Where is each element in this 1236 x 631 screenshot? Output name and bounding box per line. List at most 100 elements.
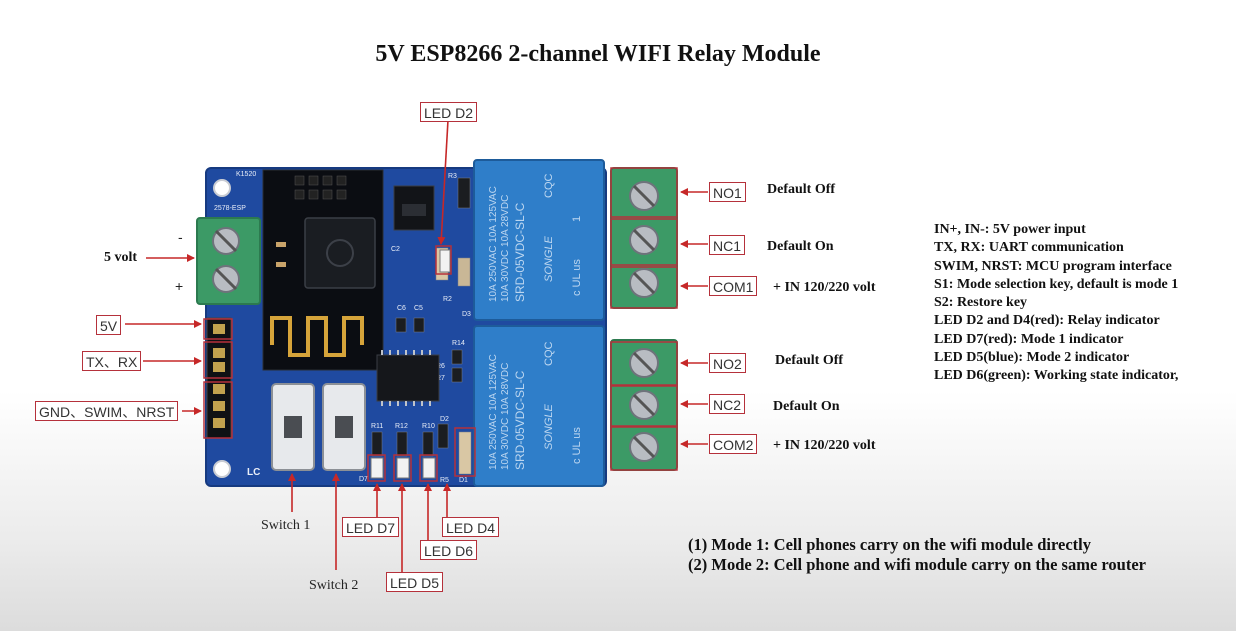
silk-d7: D7 (359, 476, 368, 483)
note-line: LED D7(red): Mode 1 indicator (934, 331, 1124, 347)
page-title: 5V ESP8266 2-channel WIFI Relay Module (375, 41, 821, 67)
silk-r7: R7 (436, 375, 445, 382)
pin-notes: IN+, IN-: 5V power input TX, RX: UART co… (934, 221, 1178, 386)
svg-text:10A 250VAC 10A 125VAC: 10A 250VAC 10A 125VAC (488, 354, 499, 470)
svg-text:10A 30VDC 10A 28VDC: 10A 30VDC 10A 28VDC (500, 363, 511, 470)
mode-descriptions: (1) Mode 1: Cell phones carry on the wif… (688, 535, 1146, 575)
mcu-chip (376, 354, 440, 402)
callout-5v-pins (203, 318, 233, 340)
tag-no2: NO2 (709, 353, 746, 373)
svg-text:CQC: CQC (543, 174, 555, 199)
svg-text:SONGLE: SONGLE (543, 235, 555, 282)
label-in-2: + IN 120/220 volt (773, 438, 876, 453)
led-d2-component (439, 249, 451, 273)
led-d6-component (422, 457, 436, 479)
label-default-off-2: Default Off (775, 353, 844, 368)
callout-nc1 (610, 218, 678, 266)
silk-d3: D3 (462, 311, 471, 318)
tag-com2: COM2 (709, 434, 758, 454)
terminal-block-2 (610, 339, 678, 471)
mount-hole-bottom-left (213, 460, 231, 478)
silk-d1: D1 (459, 477, 468, 484)
terminal-block-1 (610, 167, 678, 309)
silk-d2: D2 (440, 416, 449, 423)
callout-d4 (454, 427, 476, 477)
note-line: LED D2 and D4(red): Relay indicator (934, 313, 1160, 329)
relay-1: 10A 250VAC 10A 125VAC 10A 30VDC 10A 28VD… (473, 159, 605, 321)
note-line: LED D6(green): Working state indicator, (934, 368, 1179, 384)
label-in-1: + IN 120/220 volt (773, 280, 876, 295)
label-switch-2: Switch 2 (309, 578, 359, 593)
svg-text:10A 250VAC 10A 125VAC: 10A 250VAC 10A 125VAC (488, 186, 499, 302)
tag-gnd-swim-nrst: GND、SWIM、NRST (35, 401, 179, 421)
led-d5-component (396, 457, 410, 479)
svg-text:CQC: CQC (543, 342, 555, 367)
callout-d6 (419, 454, 438, 482)
label-5-volt: 5 volt (104, 250, 138, 265)
svg-text:SRD-05VDC-SL-C: SRD-05VDC-SL-C (513, 370, 527, 470)
silk-k1520: K1520 (236, 171, 256, 178)
tag-led-d6: LED D6 (420, 540, 478, 560)
note-line: SWIM, NRST: MCU program interface (934, 258, 1172, 274)
silk-c6: C6 (397, 305, 406, 312)
callout-d2 (435, 245, 452, 275)
callout-d5 (393, 454, 412, 482)
label-default-off-1: Default Off (767, 182, 836, 197)
silk-r6: R6 (436, 363, 445, 370)
silk-r2: R2 (443, 296, 452, 303)
tag-led-d7: LED D7 (342, 517, 400, 537)
note-line: TX, RX: UART communication (934, 240, 1124, 256)
silk-r5: R5 (440, 477, 449, 484)
silk-r11: R11 (371, 423, 383, 430)
tag-led-d5: LED D5 (386, 572, 444, 592)
mode-line: (1) Mode 1: Cell phones carry on the wif… (688, 535, 1091, 554)
mount-hole-top-left (213, 179, 231, 197)
svg-text:c UL us: c UL us (571, 427, 583, 464)
note-line: S1: Mode selection key, default is mode … (934, 276, 1179, 292)
silk-r10: R10 (422, 423, 435, 430)
note-line: LED D5(blue): Mode 2 indicator (934, 350, 1130, 366)
svg-text:SONGLE: SONGLE (543, 403, 555, 450)
tag-led-d2: LED D2 (420, 102, 478, 122)
mode-line: (2) Mode 2: Cell phone and wifi module c… (688, 555, 1146, 574)
svg-text:1: 1 (571, 216, 583, 222)
tag-com1: COM1 (709, 276, 758, 296)
switch-s2 (322, 383, 366, 471)
silk-c5: C5 (414, 305, 423, 312)
tag-5v: 5V (96, 315, 122, 335)
tag-led-d4: LED D4 (442, 517, 500, 537)
note-line: IN+, IN-: 5V power input (934, 222, 1086, 237)
callout-com1 (610, 266, 678, 309)
silk-c2: C2 (391, 246, 400, 253)
svg-text:10A 30VDC 10A 28VDC: 10A 30VDC 10A 28VDC (500, 195, 511, 302)
silk-model: 2578-ESP (214, 205, 246, 212)
label-plus: + (175, 278, 184, 294)
silk-r12: R12 (395, 423, 408, 430)
switch-s1 (271, 383, 315, 471)
label-minus: - (178, 229, 183, 245)
tag-nc2: NC2 (709, 394, 746, 414)
power-terminal (196, 217, 261, 305)
jumper-block (393, 185, 435, 231)
callout-d7 (367, 454, 386, 482)
silk-lc: LC (247, 467, 260, 478)
tag-no1: NO1 (709, 182, 746, 202)
callout-nc2 (610, 385, 678, 427)
callout-no2 (610, 341, 678, 386)
label-default-on-1: Default On (767, 239, 834, 254)
callout-no1 (610, 167, 678, 218)
tag-tx-rx: TX、RX (82, 351, 142, 371)
led-d7-component (370, 457, 384, 479)
silk-r3: R3 (448, 173, 457, 180)
relay-2: 10A 250VAC 10A 125VAC 10A 30VDC 10A 28VD… (473, 325, 605, 487)
esp8266-module (262, 169, 384, 371)
callout-txrx-pins (203, 341, 233, 379)
silk-r14: R14 (452, 340, 465, 347)
svg-text:SRD-05VDC-SL-C: SRD-05VDC-SL-C (513, 202, 527, 302)
callout-arrows (125, 119, 708, 574)
note-line: S2: Restore key (934, 295, 1028, 311)
svg-text:c UL us: c UL us (571, 259, 583, 296)
callout-gnd-pins (203, 381, 233, 439)
label-default-on-2: Default On (773, 399, 840, 414)
